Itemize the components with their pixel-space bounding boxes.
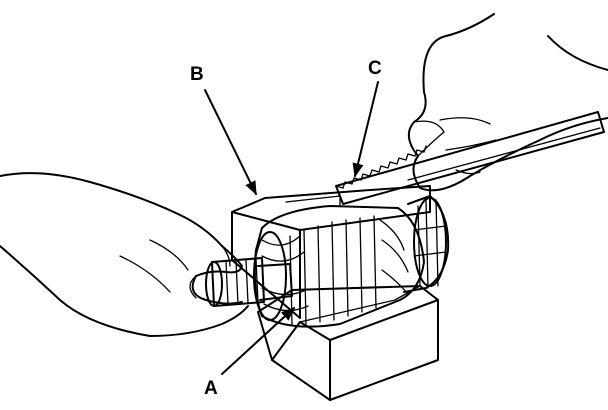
callout-c: C [368,58,382,79]
commutator [403,195,450,293]
armature-shaft [205,257,293,307]
left-hand [0,172,249,337]
callout-a: A [204,378,218,399]
callout-b: B [190,64,204,85]
leader-lines [204,81,379,375]
hacksaw-blade [335,111,605,205]
right-hand [407,13,608,192]
